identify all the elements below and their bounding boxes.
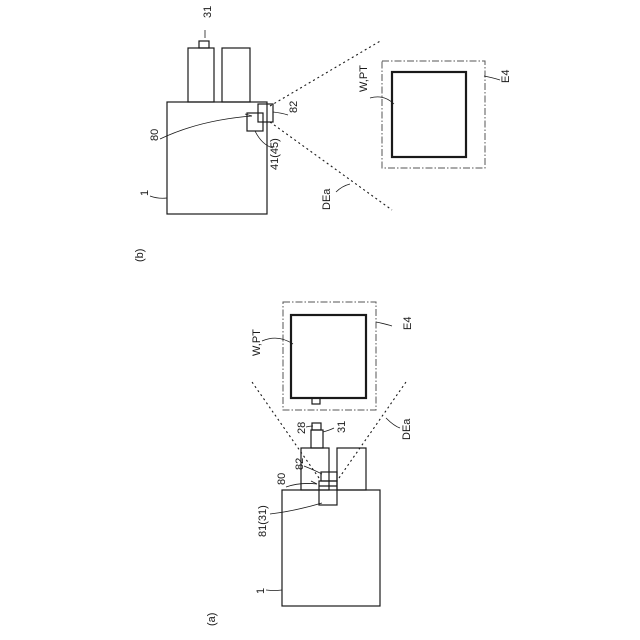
- leader-80: [160, 116, 252, 139]
- label-ref-dea: DEa: [401, 418, 413, 440]
- label-ref-41-45: 41(45): [269, 138, 281, 170]
- figure-b: [150, 30, 500, 214]
- leader-dea: [336, 184, 350, 192]
- label-ref-28: 28: [296, 422, 308, 434]
- label-ref-82: 82: [288, 101, 300, 113]
- leader-wpt: [262, 338, 293, 344]
- label-ref-82: 82: [294, 458, 306, 470]
- label-ref-1: 1: [255, 588, 267, 594]
- workpiece-w-pt: [392, 72, 466, 157]
- holder-81-31: [319, 481, 337, 505]
- arm-block-right: [337, 448, 366, 490]
- tool-31: [199, 41, 209, 48]
- arm-block-right: [222, 48, 250, 102]
- leader-31: [323, 428, 334, 432]
- leader-1: [150, 196, 167, 198]
- tool-tip-28: [312, 423, 321, 430]
- label-ref-dea: DEa: [321, 188, 333, 210]
- label-ref-80: 80: [276, 473, 288, 485]
- robot-body: [167, 102, 267, 214]
- field-of-view-right: [339, 382, 406, 478]
- label-ref-w-pt: W,PT: [251, 329, 263, 356]
- caption-b: (b): [134, 249, 146, 262]
- label-ref-31: 31: [202, 6, 214, 18]
- caption-a: (a): [206, 613, 218, 626]
- leader-82: [304, 466, 322, 474]
- workpiece-w-pt: [291, 315, 366, 398]
- figure-a: [252, 302, 406, 606]
- arm-block-left: [188, 48, 214, 102]
- label-ref-e4: E4: [402, 317, 414, 330]
- workspace-e4: [283, 302, 376, 410]
- workspace-e4: [382, 61, 485, 168]
- leader-80-arrowhead: [245, 114, 252, 116]
- leader-dea: [386, 418, 400, 428]
- label-ref-81-31: 81(31): [257, 505, 269, 537]
- label-ref-80: 80: [149, 129, 161, 141]
- leader-e4: [376, 322, 392, 326]
- label-ref-e4: E4: [500, 70, 512, 83]
- label-ref-1: 1: [139, 190, 151, 196]
- tool-31: [311, 430, 323, 448]
- leader-1: [266, 590, 282, 591]
- label-ref-31: 31: [336, 421, 348, 433]
- leader-82: [273, 112, 288, 115]
- leader-e4: [484, 76, 500, 80]
- leader-81-31: [270, 503, 322, 514]
- robot-body: [282, 490, 380, 606]
- field-of-view-left: [252, 382, 319, 478]
- label-ref-w-pt: W,PT: [358, 65, 370, 92]
